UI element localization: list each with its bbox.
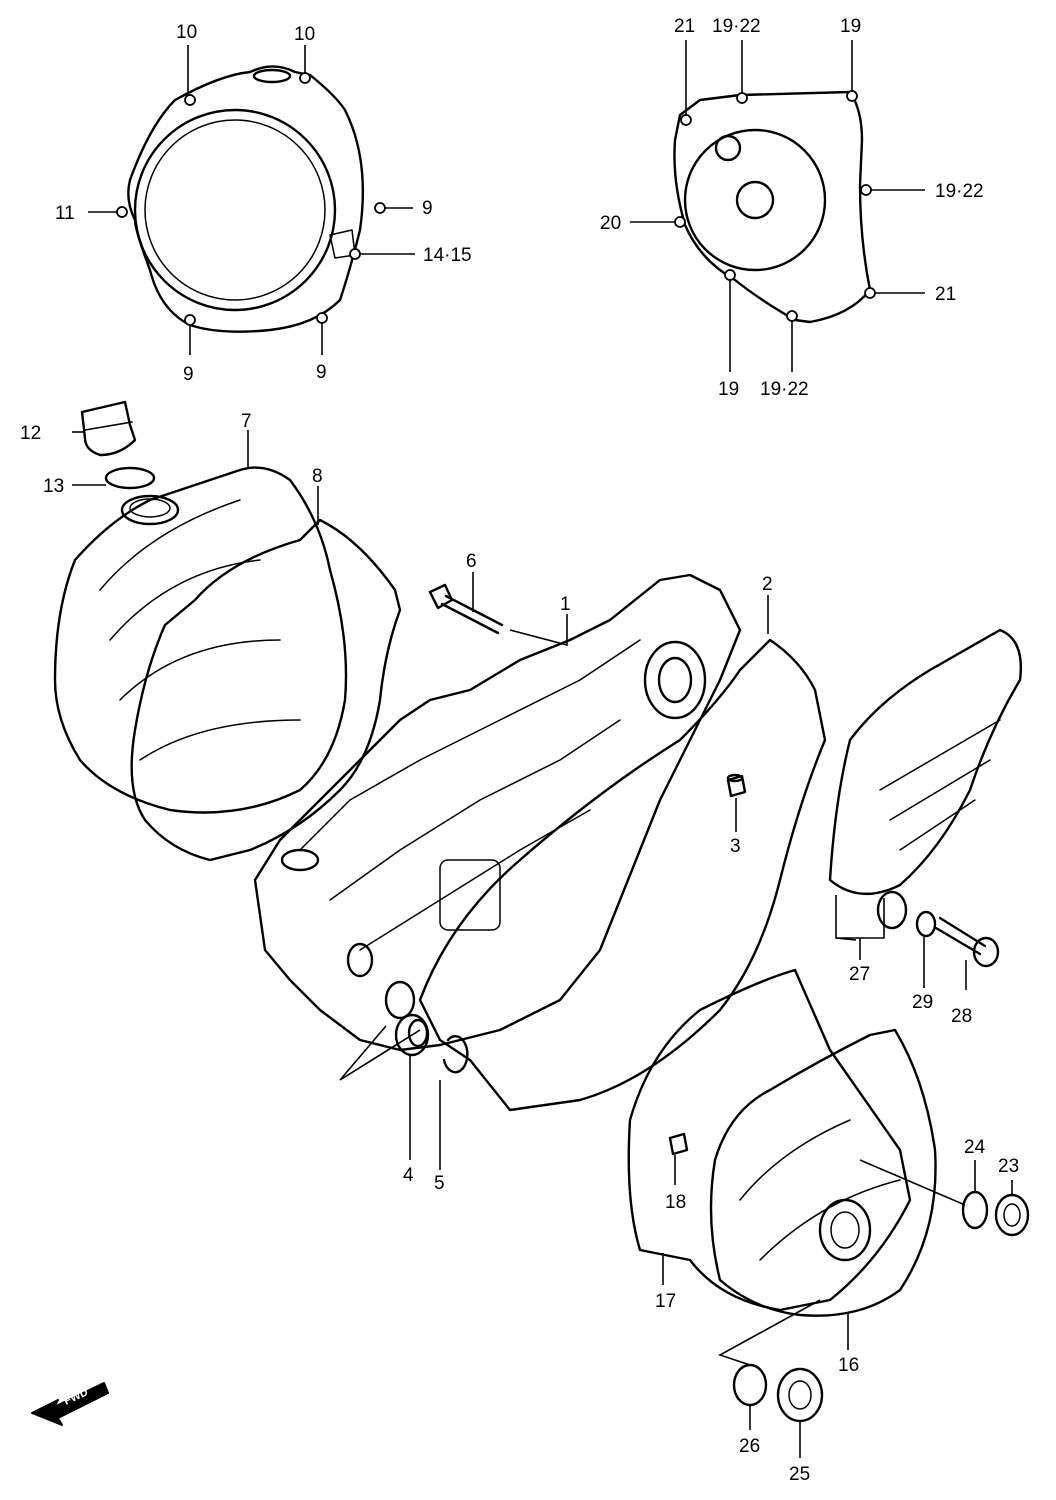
callout-18: 18 <box>665 1192 686 1213</box>
callout-13: 13 <box>43 476 64 497</box>
oil-seal-4 <box>394 1013 430 1057</box>
clutch-cover-top-view <box>116 65 386 333</box>
callout-3: 3 <box>730 836 741 857</box>
callout-labels: 10 10 11 9 14·15 9 9 21 19·22 19 19·22 2… <box>20 16 1019 1485</box>
o-ring-26 <box>732 1363 768 1407</box>
callout-11: 11 <box>55 203 75 224</box>
clutch-gasket-8 <box>130 518 402 862</box>
callout-21: 21 <box>674 16 695 37</box>
o-ring-24 <box>961 1190 989 1230</box>
plug-25 <box>776 1367 824 1423</box>
clutch-cover-7 <box>53 466 348 814</box>
callout-10: 10 <box>176 22 197 43</box>
generator-gasket-2 <box>418 638 827 1112</box>
callout-26: 26 <box>739 1436 760 1457</box>
washer-29 <box>915 910 937 938</box>
dowel-pin-3 <box>726 773 747 798</box>
callout-19: 19 <box>718 379 739 400</box>
callout-29: 29 <box>912 992 933 1013</box>
callout-5: 5 <box>434 1173 445 1194</box>
callout-23: 23 <box>998 1156 1019 1177</box>
plug-23 <box>994 1193 1030 1237</box>
callout-19-22: 19·22 <box>760 379 809 400</box>
crankcase-1 <box>253 573 742 1052</box>
callout-16: 16 <box>838 1355 859 1376</box>
callout-1: 1 <box>560 594 571 615</box>
leader-lines <box>72 40 1013 1458</box>
callout-25: 25 <box>789 1464 810 1485</box>
circlip-5 <box>442 1035 469 1074</box>
o-ring-13 <box>104 466 156 490</box>
callout-4: 4 <box>403 1165 414 1186</box>
callout-12: 12 <box>20 423 41 444</box>
callout-28: 28 <box>951 1006 972 1027</box>
callout-20: 20 <box>600 213 621 234</box>
callout-9: 9 <box>422 198 433 219</box>
callout-8: 8 <box>312 466 323 487</box>
callout-9: 9 <box>316 362 327 383</box>
callout-14-15: 14·15 <box>423 245 472 266</box>
callout-21: 21 <box>935 284 956 305</box>
callout-6: 6 <box>466 551 477 572</box>
callout-24: 24 <box>964 1137 986 1158</box>
bolt-6 <box>428 583 504 635</box>
callout-7: 7 <box>241 411 252 432</box>
callout-19-22: 19·22 <box>712 16 761 37</box>
bolt-28 <box>934 916 1000 968</box>
callout-2: 2 <box>762 574 773 595</box>
fwd-arrow-icon: FWD <box>31 1382 109 1426</box>
sprocket-cover-27 <box>828 628 1022 930</box>
oil-filler-cap-12 <box>80 400 137 457</box>
callout-17: 17 <box>655 1291 676 1312</box>
callout-19: 19 <box>840 16 861 37</box>
generator-cover-16 <box>709 1028 937 1317</box>
callout-19-22: 19·22 <box>935 181 984 202</box>
callout-10: 10 <box>294 24 315 45</box>
callout-9: 9 <box>183 364 194 385</box>
dowel-pin-18 <box>668 1132 689 1156</box>
callout-27: 27 <box>849 964 870 985</box>
generator-cover-top-view <box>673 90 876 324</box>
